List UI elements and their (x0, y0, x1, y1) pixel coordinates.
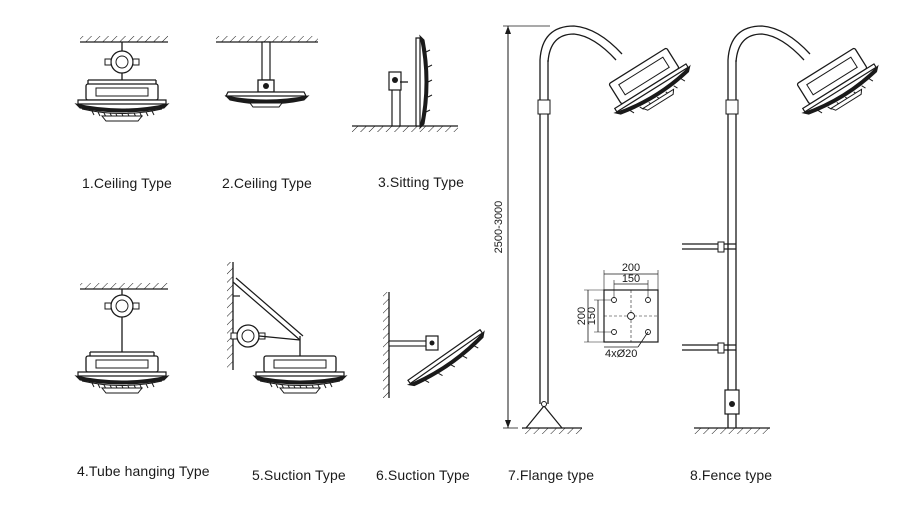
caption-suction-type-6: 6.Suction Type (376, 467, 470, 483)
fence-type-8-illustration (682, 25, 887, 434)
caption-tube-hanging-type-4: 4.Tube hanging Type (77, 463, 210, 479)
suction-type-6-illustration (383, 292, 485, 398)
flange-height-outer-label: 200 (576, 307, 588, 325)
ceiling-type-2-illustration (216, 36, 318, 108)
flange-width-outer-label: 200 (622, 262, 640, 274)
caption-sitting-type-3: 3.Sitting Type (378, 174, 464, 190)
caption-flange-type-7: 7.Flange type (508, 467, 595, 483)
caption-ceiling-type-1: 1.Ceiling Type (82, 175, 172, 191)
bolt-holes-label: 4xØ20 (605, 348, 637, 360)
caption-suction-type-5: 5.Suction Type (252, 467, 346, 483)
caption-ceiling-type-2: 2.Ceiling Type (222, 175, 312, 191)
ceiling-type-1-illustration (75, 36, 169, 122)
flange-width-inner-label: 150 (622, 273, 640, 285)
suction-type-5-illustration (227, 262, 347, 394)
height-range-label: 2500-3000 (493, 201, 505, 254)
flange-detail-drawing: 200 150 200 150 4xØ20 (576, 262, 659, 360)
flange-height-inner-label: 150 (586, 307, 598, 325)
flange-type-7-illustration (503, 25, 699, 434)
caption-fence-type-8: 8.Fence type (690, 467, 773, 483)
tube-hanging-type-4-illustration (75, 283, 169, 394)
sitting-type-3-illustration (352, 34, 458, 132)
